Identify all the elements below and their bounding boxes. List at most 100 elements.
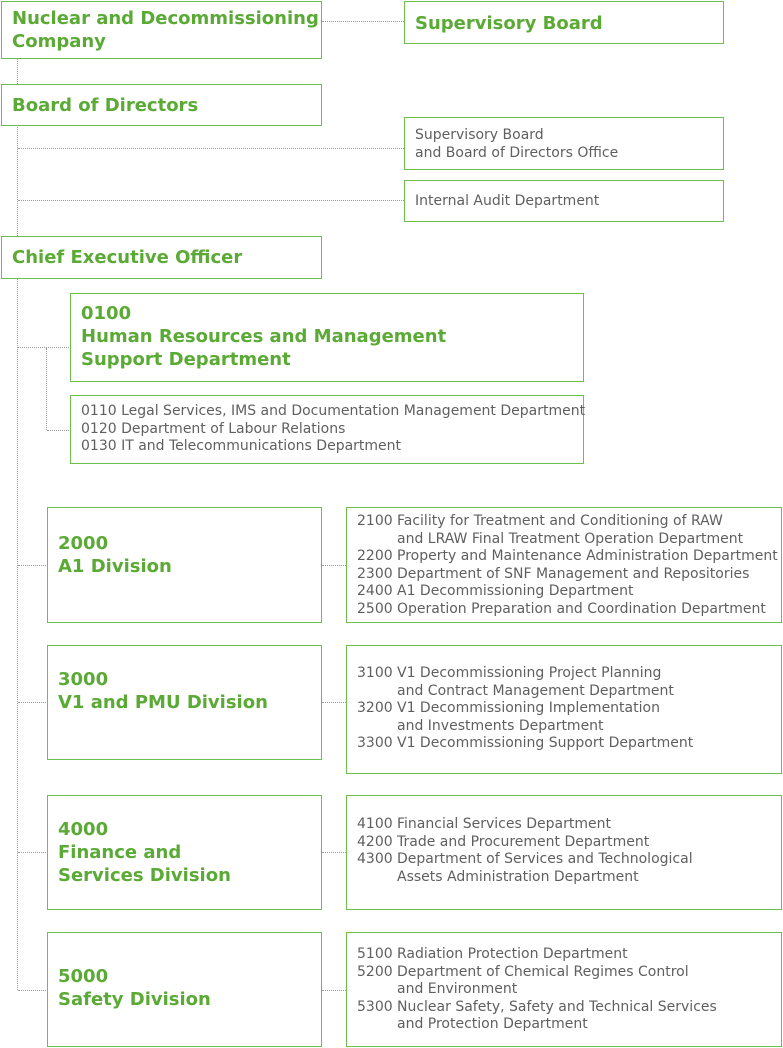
division-5000-connector xyxy=(18,990,48,991)
department-name-line: Nuclear Safety, Safety and Technical Ser… xyxy=(397,998,717,1015)
hr-subs-connector xyxy=(47,430,71,431)
company-name-line-2: Company xyxy=(12,31,106,52)
departments-4000-box: 4100 Financial Services Department 4200 … xyxy=(346,795,782,910)
division-5000-code: 5000 xyxy=(58,966,109,987)
supervisory-board-box: Supervisory Board xyxy=(404,1,724,44)
department-2500: 2500 Operation Preparation and Coordinat… xyxy=(357,601,781,619)
department-name-line: Financial Services Department xyxy=(397,816,611,832)
division-2000-box: 2000 A1 Division xyxy=(47,507,322,623)
division-4000-connector xyxy=(18,852,48,853)
departments-3000-connector xyxy=(322,702,346,703)
hr-code: 0100 xyxy=(81,303,132,324)
department-name-line: Department of SNF Management and Reposit… xyxy=(397,565,750,582)
company-box: Nuclear and Decommissioning Company xyxy=(1,1,322,59)
department-2100: 2100 Facility for Treatment and Conditio… xyxy=(357,513,781,548)
board-of-directors-box: Board of Directors xyxy=(1,84,322,126)
department-4100: 4100 Financial Services Department xyxy=(357,816,781,834)
department-3100: 3100 V1 Decommissioning Project Planning… xyxy=(357,665,781,700)
division-3000-connector xyxy=(18,702,48,703)
hr-sub-spine-connector xyxy=(46,348,47,430)
department-name-line: Assets Administration Department xyxy=(397,868,639,885)
hr-subdepartment-0110: 0110 Legal Services, IMS and Documentati… xyxy=(81,403,586,419)
department-code: 4200 xyxy=(357,833,393,850)
department-code: 2400 xyxy=(357,583,393,599)
hr-subdepartments-box: 0110 Legal Services, IMS and Documentati… xyxy=(70,395,586,464)
department-name-line: V1 Decommissioning Project Planning xyxy=(397,665,662,681)
department-name-line: A1 Decommissioning Department xyxy=(397,583,634,599)
division-3000-code: 3000 xyxy=(58,669,109,690)
board-of-directors-label: Board of Directors xyxy=(12,95,199,116)
department-name-line: and Protection Department xyxy=(397,1016,588,1032)
departments-5000-box: 5100 Radiation Protection Department 520… xyxy=(346,932,782,1047)
company-supervisory-connector xyxy=(322,21,404,22)
department-name-line: and Investments Department xyxy=(397,717,604,734)
supervisory-board-label: Supervisory Board xyxy=(415,13,603,34)
department-code: 2200 xyxy=(357,548,393,564)
department-name-line: Trade and Procurement Department xyxy=(397,833,650,850)
division-5000-name: Safety Division xyxy=(58,989,211,1010)
division-3000-box: 3000 V1 and PMU Division xyxy=(47,645,322,760)
department-name-line: V1 Decommissioning Implementation xyxy=(397,700,660,716)
department-code: 5100 xyxy=(357,946,393,962)
department-name-line: Department of Services and Technological xyxy=(397,851,693,867)
office-box: Supervisory Board and Board of Directors… xyxy=(404,117,724,170)
department-code: 2300 xyxy=(357,565,393,582)
department-name-line: Facility for Treatment and Conditioning … xyxy=(397,513,723,529)
department-code: 3300 xyxy=(357,735,393,751)
departments-3000-box: 3100 V1 Decommissioning Project Planning… xyxy=(346,645,782,774)
department-5100: 5100 Radiation Protection Department xyxy=(357,946,781,964)
division-2000-connector xyxy=(18,565,48,566)
department-name-line: Property and Maintenance Administration … xyxy=(397,548,778,564)
division-4000-code: 4000 xyxy=(58,819,109,840)
department-5300: 5300 Nuclear Safety, Safety and Technica… xyxy=(357,999,781,1034)
hr-department-box: 0100 Human Resources and Management Supp… xyxy=(70,293,584,382)
division-4000-box: 4000 Finance and Services Division xyxy=(47,795,322,910)
departments-4000-connector xyxy=(322,852,346,853)
audit-connector xyxy=(18,200,404,201)
department-name-line: Operation Preparation and Coordination D… xyxy=(397,600,766,617)
company-name-line-1: Nuclear and Decommissioning xyxy=(12,8,319,29)
division-2000-code: 2000 xyxy=(58,533,109,554)
department-3300: 3300 V1 Decommissioning Support Departme… xyxy=(357,735,781,753)
hr-subdepartment-0120: 0120 Department of Labour Relations xyxy=(81,420,346,437)
division-2000-name: A1 Division xyxy=(58,556,172,577)
department-name-line: Radiation Protection Department xyxy=(397,946,628,962)
department-code: 2100 xyxy=(357,513,393,529)
internal-audit-label: Internal Audit Department xyxy=(415,193,600,209)
office-line-2: and Board of Directors Office xyxy=(415,144,619,161)
division-5000-box: 5000 Safety Division xyxy=(47,932,322,1047)
division-4000-name-line-2: Services Division xyxy=(58,865,231,886)
division-3000-name: V1 and PMU Division xyxy=(58,692,268,713)
hr-connector xyxy=(18,347,71,348)
department-code: 3200 xyxy=(357,700,393,716)
department-name-line: and Environment xyxy=(397,981,518,997)
department-code: 3100 xyxy=(357,665,393,681)
department-name-line: and LRAW Final Treatment Operation Depar… xyxy=(397,530,744,547)
internal-audit-box: Internal Audit Department xyxy=(404,180,724,222)
division-4000-name-line-1: Finance and xyxy=(58,842,182,863)
department-name-line: V1 Decommissioning Support Department xyxy=(397,735,694,751)
department-4200: 4200 Trade and Procurement Department xyxy=(357,834,781,852)
departments-2000-connector xyxy=(322,565,346,566)
department-2300: 2300 Department of SNF Management and Re… xyxy=(357,566,781,584)
hr-name-line-2: Support Department xyxy=(81,349,291,370)
departments-5000-connector xyxy=(322,990,346,991)
hr-name-line-1: Human Resources and Management xyxy=(81,326,447,347)
office-line-1: Supervisory Board xyxy=(415,127,544,143)
department-name-line: Department of Chemical Regimes Control xyxy=(397,963,689,980)
department-code: 4100 xyxy=(357,816,393,832)
department-5200: 5200 Department of Chemical Regimes Cont… xyxy=(357,964,781,999)
department-code: 2500 xyxy=(357,600,393,617)
ceo-label: Chief Executive Officer xyxy=(12,247,243,268)
department-2200: 2200 Property and Maintenance Administra… xyxy=(357,548,781,566)
ceo-box: Chief Executive Officer xyxy=(1,236,322,279)
main-spine-connector xyxy=(17,59,18,990)
department-4300: 4300 Department of Services and Technolo… xyxy=(357,851,781,886)
hr-subdepartment-0130: 0130 IT and Telecommunications Departmen… xyxy=(81,438,402,454)
office-connector xyxy=(18,148,404,149)
department-name-line: and Contract Management Department xyxy=(397,682,674,699)
departments-2000-box: 2100 Facility for Treatment and Conditio… xyxy=(346,507,782,623)
department-code: 5300 xyxy=(357,998,393,1015)
department-2400: 2400 A1 Decommissioning Department xyxy=(357,583,781,601)
